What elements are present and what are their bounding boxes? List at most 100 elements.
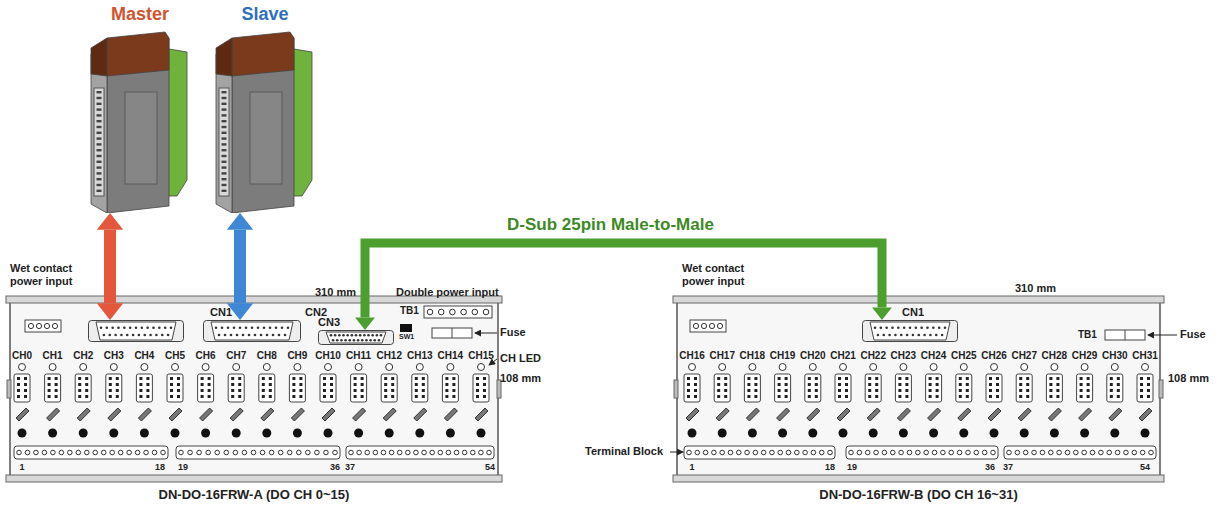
annotation: Fuse bbox=[500, 326, 526, 339]
pin bbox=[891, 326, 894, 329]
relay-pin bbox=[361, 389, 364, 392]
dsub-connector-outline bbox=[862, 320, 958, 342]
terminal-screw bbox=[135, 450, 140, 455]
board-plate bbox=[10, 300, 498, 478]
relay-pin bbox=[959, 383, 962, 386]
relay-pin bbox=[483, 395, 486, 398]
relay-pin bbox=[55, 377, 58, 380]
capacitor bbox=[109, 429, 118, 438]
terminal-screw bbox=[251, 450, 256, 455]
terminal-screw bbox=[51, 450, 56, 455]
terminal-screw bbox=[1107, 450, 1112, 455]
annotation: Wet contact power input bbox=[682, 262, 770, 287]
varistor bbox=[686, 408, 699, 421]
relay-pin bbox=[445, 395, 448, 398]
relay-pin bbox=[1087, 383, 1090, 386]
terminal-screw bbox=[849, 450, 854, 455]
terminal-screw bbox=[1149, 450, 1154, 455]
channel-label: 37 bbox=[1003, 462, 1013, 472]
relay-pin bbox=[262, 383, 265, 386]
relay-pin bbox=[815, 377, 818, 380]
capacitor bbox=[1080, 429, 1089, 438]
pin bbox=[338, 334, 341, 337]
relay-pin bbox=[724, 383, 727, 386]
relay-pin bbox=[905, 395, 908, 398]
relay-pin bbox=[996, 389, 999, 392]
relay-pin bbox=[330, 383, 333, 386]
relay-pin bbox=[231, 395, 234, 398]
pin bbox=[222, 114, 227, 116]
ch-led bbox=[1111, 364, 1118, 371]
varistor bbox=[1079, 408, 1092, 421]
pin bbox=[923, 334, 926, 337]
pin bbox=[132, 334, 135, 337]
annotation: 310 mm bbox=[1015, 282, 1056, 295]
varistor bbox=[475, 408, 488, 421]
pin bbox=[97, 161, 102, 163]
leader-line bbox=[1148, 335, 1177, 336]
pin bbox=[944, 326, 947, 329]
relay-pin bbox=[445, 383, 448, 386]
terminal-screw bbox=[462, 450, 467, 455]
relay-pin bbox=[330, 377, 333, 380]
relay-pin bbox=[1080, 383, 1083, 386]
pin bbox=[874, 326, 877, 329]
ch-led bbox=[80, 364, 87, 371]
relay-pin bbox=[452, 377, 455, 380]
pin bbox=[97, 108, 102, 110]
relay-pin bbox=[238, 383, 241, 386]
terminal-screw bbox=[712, 450, 717, 455]
terminal-screw bbox=[224, 450, 229, 455]
board-caption: DN-DO-16FRW-A (DO CH 0~15) bbox=[159, 488, 350, 503]
channel-label: CH24 bbox=[921, 350, 947, 362]
relay-pin bbox=[1110, 383, 1113, 386]
capacitor bbox=[778, 429, 787, 438]
relay-pin bbox=[898, 395, 901, 398]
channel-label: CH6 bbox=[196, 350, 216, 362]
relay bbox=[106, 374, 122, 402]
relay-pin bbox=[116, 389, 119, 392]
relay-pin bbox=[476, 383, 479, 386]
varistor bbox=[77, 408, 90, 421]
relay-pin bbox=[808, 377, 811, 380]
capacitor bbox=[48, 429, 57, 438]
terminal-screw bbox=[857, 450, 862, 455]
connector-label: CN1 bbox=[210, 306, 232, 319]
relay-pin bbox=[1147, 395, 1150, 398]
terminal-screw bbox=[110, 450, 115, 455]
relay-pin bbox=[361, 395, 364, 398]
relay-pin bbox=[85, 377, 88, 380]
relay-pin bbox=[936, 377, 939, 380]
relay-pin bbox=[1080, 395, 1083, 398]
capacitor bbox=[718, 429, 727, 438]
relay-pin bbox=[231, 377, 234, 380]
relay-pin bbox=[139, 389, 142, 392]
pin bbox=[222, 108, 227, 110]
capacitor bbox=[869, 429, 878, 438]
pin bbox=[941, 334, 944, 337]
terminal-screw bbox=[949, 450, 954, 455]
pin bbox=[353, 339, 356, 342]
relay-pin bbox=[476, 389, 479, 392]
pin bbox=[120, 334, 123, 337]
relay-pin bbox=[875, 377, 878, 380]
pin bbox=[344, 339, 347, 342]
pin bbox=[376, 334, 379, 337]
channel-label: CH31 bbox=[1132, 350, 1158, 362]
varistor bbox=[1048, 408, 1061, 421]
relay-pin bbox=[845, 389, 848, 392]
varistor bbox=[897, 408, 910, 421]
relay-pin bbox=[717, 389, 720, 392]
fuse-divider bbox=[452, 328, 453, 338]
pin bbox=[359, 334, 362, 337]
pin bbox=[222, 166, 227, 168]
relay-pin bbox=[391, 395, 394, 398]
pin bbox=[222, 132, 227, 134]
pin bbox=[222, 184, 227, 186]
ch-led bbox=[386, 364, 393, 371]
annotation: Double power input bbox=[396, 286, 499, 299]
relay-pin bbox=[929, 383, 932, 386]
pin bbox=[135, 326, 138, 329]
relay-pin bbox=[996, 395, 999, 398]
relay-pin bbox=[269, 377, 272, 380]
